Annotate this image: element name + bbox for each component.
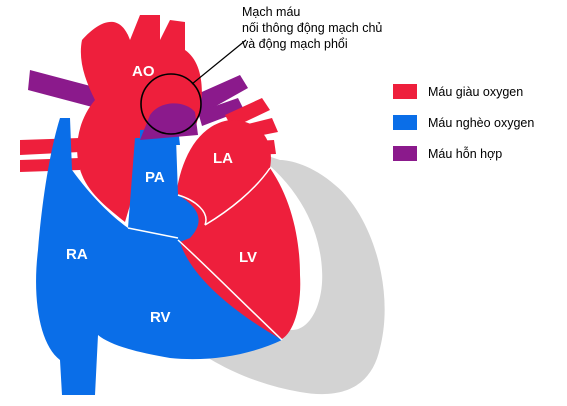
legend-item-oxygen-rich: Máu giàu oxygen [393, 83, 534, 100]
label-lv: LV [239, 249, 257, 266]
legend-label-oxygen-poor: Máu nghèo oxygen [428, 116, 534, 130]
label-la: LA [213, 150, 233, 167]
label-ao: AO [132, 63, 155, 80]
legend-label-mixed: Máu hỗn hợp [428, 147, 502, 161]
callout-line-2: nối thông động mạch chủ [242, 20, 382, 36]
label-pa: PA [145, 169, 165, 186]
callout-line-3: và động mạch phổi [242, 36, 382, 52]
legend-swatch-oxygen-rich [393, 84, 417, 99]
legend-label-oxygen-rich: Máu giàu oxygen [428, 85, 523, 99]
color-legend: Máu giàu oxygen Máu nghèo oxygen Máu hỗn… [393, 83, 534, 176]
legend-swatch-oxygen-poor [393, 115, 417, 130]
label-ra: RA [66, 246, 88, 263]
label-rv: RV [150, 309, 171, 326]
legend-item-mixed: Máu hỗn hợp [393, 145, 534, 162]
callout-line-1: Mạch máu [242, 4, 382, 20]
legend-item-oxygen-poor: Máu nghèo oxygen [393, 114, 534, 131]
ductus-callout-text: Mạch máu nối thông động mạch chủ và động… [242, 4, 382, 52]
legend-swatch-mixed [393, 146, 417, 161]
